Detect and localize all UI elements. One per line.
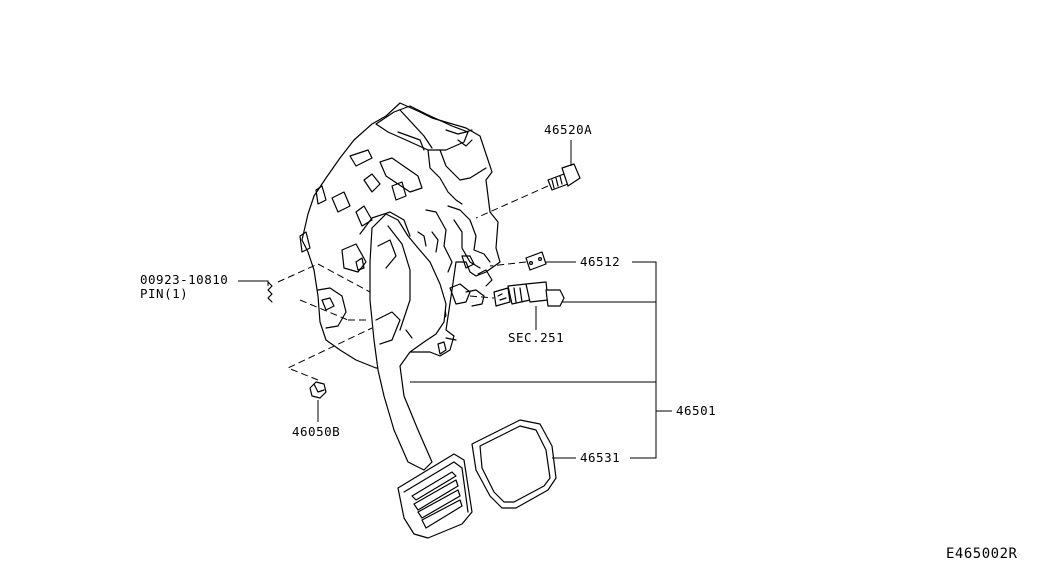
label-bolt: 46520A <box>544 122 592 137</box>
label-nut: 46050B <box>292 424 340 439</box>
label-pedal-pad: 46531 <box>580 450 620 465</box>
pin <box>267 281 273 303</box>
pedal-arm <box>369 213 447 471</box>
label-switch-section: SEC.251 <box>508 330 564 345</box>
installation-lines <box>277 185 549 381</box>
part-labels: 46520A 00923-10810 PIN(1) 46050B 46512 S… <box>140 122 1018 562</box>
clip <box>525 251 547 271</box>
pedal-foot-plate <box>397 453 473 539</box>
nut <box>309 381 327 399</box>
diagram-code: E465002R <box>946 546 1018 562</box>
label-pin-part-number: 00923-10810 <box>140 272 228 287</box>
leader-lines <box>238 140 672 459</box>
label-pin-description: PIN(1) <box>140 286 188 301</box>
label-clip: 46512 <box>580 254 620 269</box>
stop-lamp-switch <box>493 281 565 307</box>
pedal-pad <box>471 419 557 509</box>
label-pedal-assembly: 46501 <box>676 403 716 418</box>
bolt <box>547 163 581 191</box>
